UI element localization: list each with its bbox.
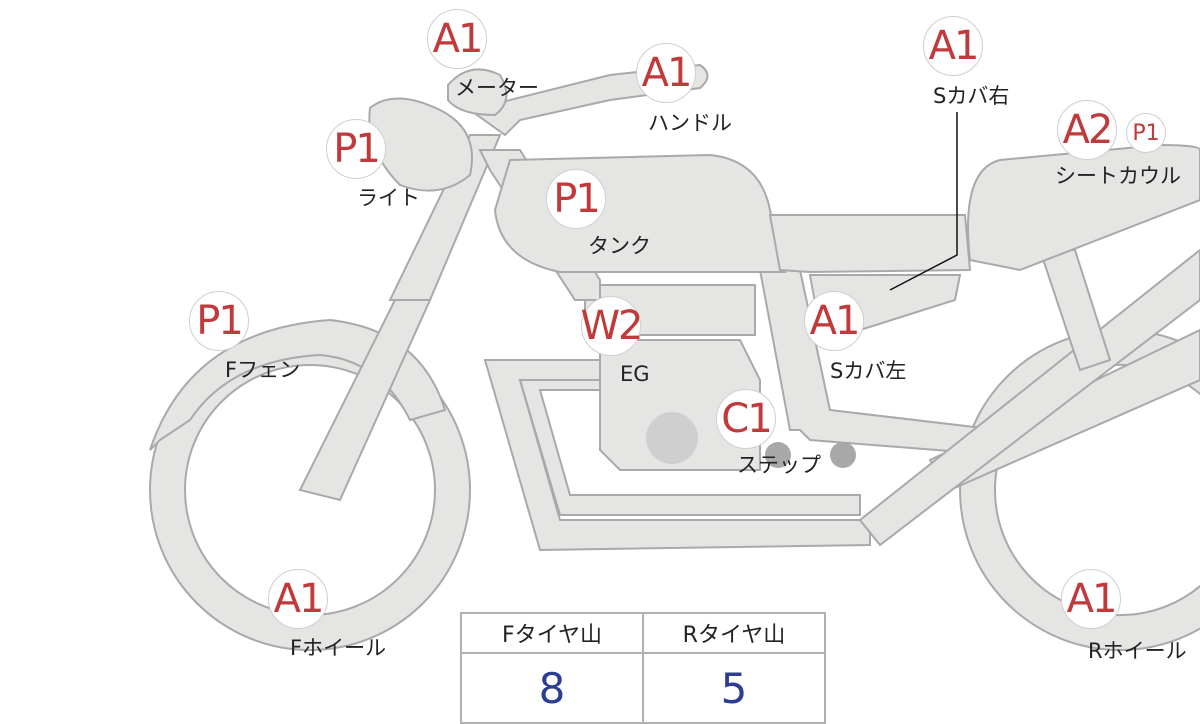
side-cover-right-code-badge[interactable]: A1 [923, 16, 983, 76]
meter-label: メーター [455, 76, 539, 100]
side-cover-left-code-badge[interactable]: A1 [804, 291, 864, 351]
side-cover-right-label: Sカバ右 [933, 84, 1010, 108]
seat-cowl-label: シートカウル [1055, 164, 1181, 188]
seat-shape [768, 214, 972, 274]
rear-tire-header: Rタイヤ山 [642, 612, 826, 654]
front-fender-code-badge[interactable]: P1 [189, 291, 249, 351]
step-left-circle [765, 442, 791, 468]
light-code-badge[interactable]: P1 [326, 119, 386, 179]
tire-tread-table: Fタイヤ山 Rタイヤ山 8 5 [460, 612, 826, 724]
engine-cover-circle [646, 412, 698, 464]
meter-code-badge[interactable]: A1 [427, 9, 487, 69]
engine-shape [599, 339, 761, 471]
seat-cowl-code-badge[interactable]: A2 [1057, 100, 1117, 160]
engine-code-badge[interactable]: W2 [581, 296, 644, 356]
step-right-circle [830, 442, 856, 468]
step-label: ステップ [737, 453, 821, 477]
light-label: ライト [357, 186, 420, 210]
rear-wheel-code-badge[interactable]: A1 [1061, 569, 1121, 629]
fork-upper-shape [388, 134, 502, 301]
step-code-badge[interactable]: C1 [716, 389, 776, 449]
engine-label: EG [620, 362, 650, 386]
side-cover-left-label: Sカバ左 [830, 359, 907, 383]
rear-tire-value: 5 [642, 652, 826, 724]
handle-code-badge[interactable]: A1 [636, 43, 696, 103]
front-fender-label: Fフェン [225, 358, 301, 382]
front-wheel-code-badge[interactable]: A1 [268, 569, 328, 629]
meter-shape [447, 68, 508, 117]
rear-wheel-label: Rホイール [1088, 639, 1187, 663]
front-tire-value: 8 [460, 652, 644, 724]
seat-cowl-code2-badge[interactable]: P1 [1126, 113, 1166, 153]
leader-line [889, 112, 958, 291]
tank-code-badge[interactable]: P1 [546, 169, 606, 229]
front-wheel-label: Fホイール [290, 636, 387, 660]
handle-label: ハンドル [648, 111, 732, 135]
tank-label: タンク [588, 234, 651, 258]
front-tire-header: Fタイヤ山 [460, 612, 644, 654]
